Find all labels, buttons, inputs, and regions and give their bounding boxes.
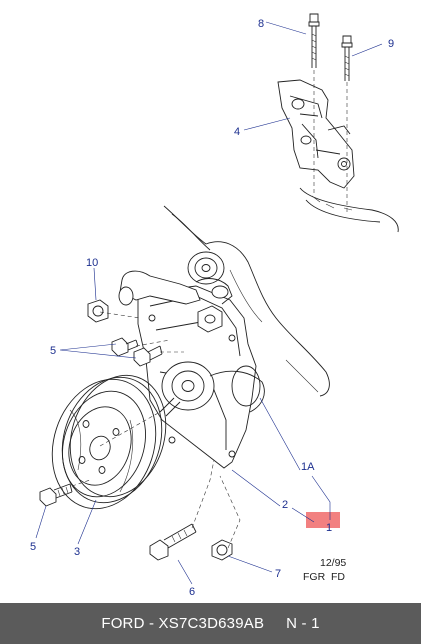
drawing-code: FGR FD <box>303 571 345 583</box>
callout-10: 10 <box>86 257 98 269</box>
callout-8: 8 <box>258 18 264 30</box>
callout-9: 9 <box>388 38 394 50</box>
callout-1: 1 <box>326 522 332 534</box>
callout-5-upper: 5 <box>50 345 56 357</box>
callout-1a: 1A <box>301 461 315 473</box>
callout-3: 3 <box>74 546 80 558</box>
exploded-parts-diagram: 8 9 4 10 5 1A 2 1 5 3 6 7 12/95 FGR FD <box>30 13 399 598</box>
alignment-lines <box>71 311 241 549</box>
part-number-label: FORD - XS7C3D639AB <box>101 615 265 632</box>
callout-4: 4 <box>234 126 240 138</box>
part-number-footer: FORD - XS7C3D639AB N - 1 <box>0 603 421 644</box>
callout-5-lower: 5 <box>30 541 36 553</box>
callout-2: 2 <box>282 499 288 511</box>
pulley <box>51 374 167 510</box>
mounting-bracket <box>277 13 399 233</box>
highlight-box <box>306 512 340 528</box>
bolt-5-lower <box>39 483 73 507</box>
callout-7: 7 <box>275 568 281 580</box>
nut-7 <box>211 539 233 561</box>
revision-date: 12/95 <box>320 557 346 569</box>
leader-lines <box>35 21 383 585</box>
pump-assembly <box>118 270 265 469</box>
quantity-label: N - 1 <box>286 615 320 632</box>
callout-6: 6 <box>189 586 195 598</box>
engine-block-outline <box>163 205 330 397</box>
bolts-5-upper <box>111 337 163 367</box>
bolt-10 <box>87 299 109 323</box>
bolt-6 <box>149 523 197 561</box>
